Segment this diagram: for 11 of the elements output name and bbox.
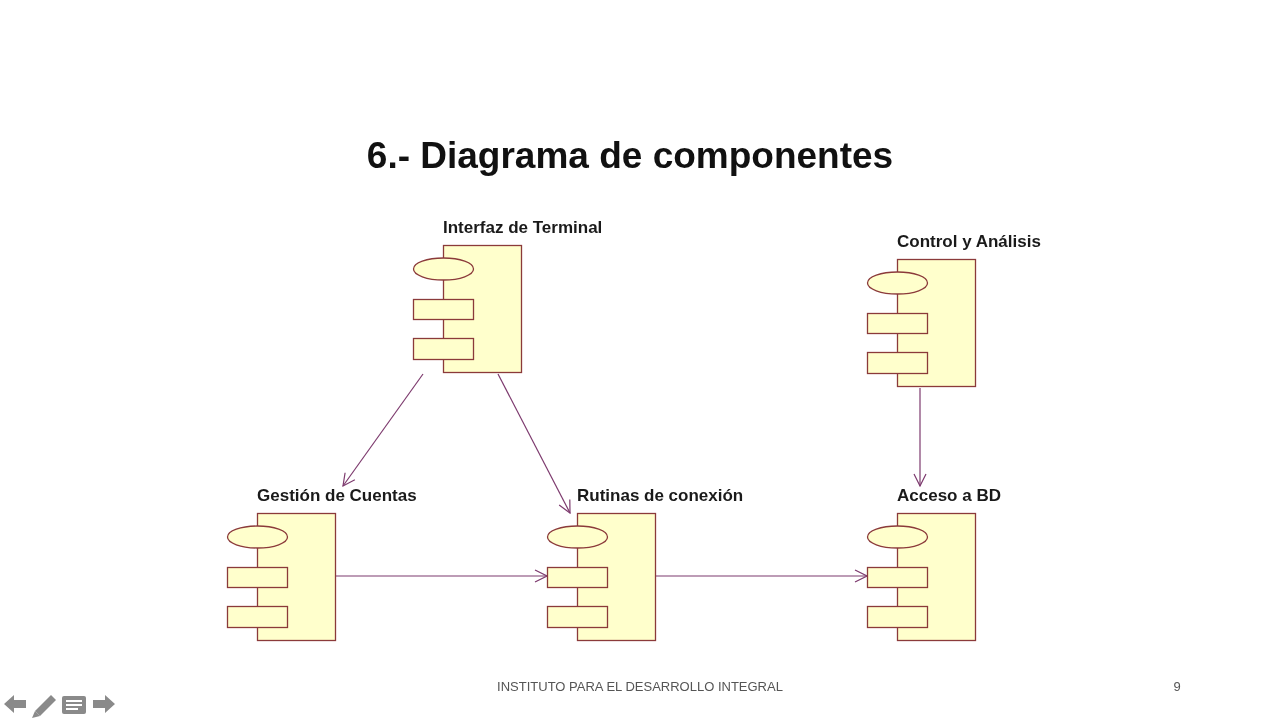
arrow bbox=[913, 387, 927, 487]
component-name: Interfaz de Terminal bbox=[443, 218, 603, 238]
component-name: Rutinas de conexión bbox=[577, 486, 744, 506]
footer-text: INSTITUTO PARA EL DESARROLLO INTEGRAL bbox=[496, 678, 784, 695]
component-name: Gestión de Cuentas bbox=[257, 486, 417, 506]
page-number: 9 bbox=[1172, 678, 1182, 695]
arrow bbox=[497, 373, 571, 514]
component-name: Control y Análisis bbox=[897, 232, 1041, 252]
slide-title: 6.- Diagrama de componentes bbox=[365, 134, 895, 178]
component-name: Acceso a BD bbox=[897, 486, 1001, 506]
arrow bbox=[342, 373, 424, 487]
